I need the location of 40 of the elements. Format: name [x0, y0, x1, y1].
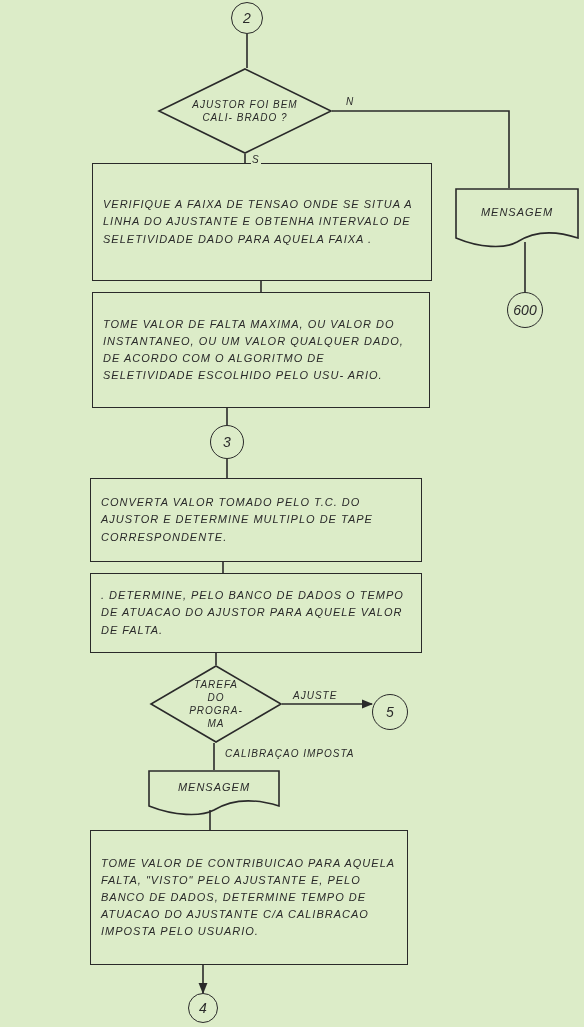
node-text: TOME VALOR DE FALTA MAXIMA, OU VALOR DO INSTANTANEO, OU UM VALOR QUALQUER DADO, DE ACORDO COM O ALGORITMO DE SELETIVIDADE ESCOLHIDO PELO USU- ARIO.	[103, 316, 405, 384]
node-text: TAREFA DO PROGRA- MA	[188, 678, 244, 730]
node-text: . DETERMINE, PELO BANCO DE DADOS O TEMPO DE ATUACAO DO AJUSTOR PARA AQUELE VALOR DE FALTA.	[101, 588, 405, 638]
node-text: TOME VALOR DE CONTRIBUICAO PARA AQUELA FALTA, "VISTO" PELO AJUSTANTE E, PELO BANCO DE DADOS, DETERMINE TEMPO DE ATUACAO DO AJUSTANTE C/A CALIBRACAO IMPOSTA PELO USUARIO.	[101, 855, 396, 940]
edge-label: S	[251, 154, 261, 165]
process-box	[92, 163, 432, 281]
process-box	[92, 292, 430, 408]
process-box	[90, 830, 408, 965]
connector-line	[260, 280, 262, 293]
document-shape	[455, 188, 579, 248]
connector-line	[209, 809, 211, 831]
node-text: 4	[199, 998, 207, 1018]
connector-line	[226, 458, 228, 479]
connector-line	[215, 652, 217, 666]
connector-line	[331, 110, 510, 189]
connector-line	[226, 407, 228, 426]
node-text: 600	[513, 300, 537, 320]
node-text: 2	[243, 8, 251, 28]
decision-diamond	[158, 68, 332, 154]
connector-line	[524, 241, 526, 293]
arrow	[281, 699, 374, 709]
process-box	[90, 573, 422, 653]
connector-line	[222, 561, 224, 574]
node-text: CONVERTA VALOR TOMADO PELO T.C. DO AJUSTOR E DETERMINE MULTIPLO DE TAPE CORRESPONDENTE.	[101, 495, 374, 545]
node-text: MENSAGEM	[480, 204, 554, 220]
connector-line	[244, 153, 246, 164]
node-text: VERIFIQUE A FAIXA DE TENSAO ONDE SE SITUA A LINHA DO AJUSTANTE E OBTENHA INTERVALO DE SELETIVIDADE DADO PARA AQUELA FAIXA .	[103, 197, 414, 247]
arrow	[198, 964, 208, 995]
edge-label: N	[345, 96, 356, 107]
connector-line	[246, 33, 248, 69]
node-text: AJUSTOR FOI BEM CALI- BRADO ?	[192, 98, 298, 124]
process-box	[90, 478, 422, 562]
edge-label: CALIBRAÇAO IMPOSTA	[224, 748, 356, 759]
node-text: 5	[386, 702, 394, 722]
decision-diamond	[150, 665, 282, 743]
connector-line	[213, 742, 215, 771]
node-text: MENSAGEM	[177, 779, 251, 795]
edge-label: AJUSTE	[292, 690, 339, 701]
node-text: 3	[223, 432, 231, 452]
document-shape	[148, 770, 280, 816]
